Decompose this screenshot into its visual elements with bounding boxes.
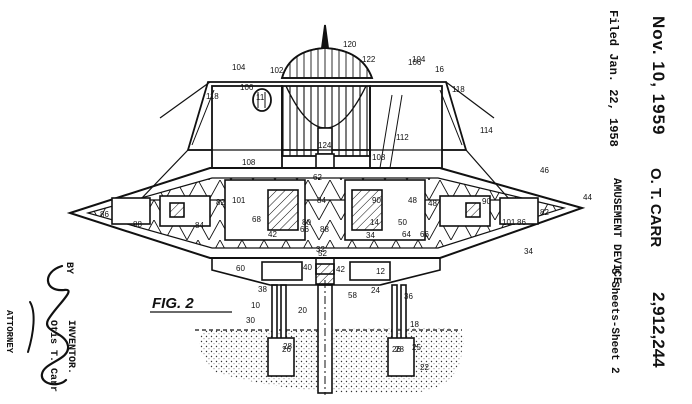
- filed-date: Filed Jan. 22, 1958: [606, 10, 620, 147]
- callout-122: 122: [362, 55, 376, 64]
- callout-30: 30: [246, 316, 255, 325]
- callout-101: 101: [232, 196, 246, 205]
- callout-104: 104: [232, 63, 246, 72]
- callout-34: 34: [366, 231, 375, 240]
- callout-68: 68: [252, 215, 261, 224]
- handwritten-signature: [27, 264, 70, 386]
- callout-124: 124: [318, 141, 332, 150]
- callout-18: 18: [410, 320, 419, 329]
- callout-86: 86: [517, 218, 526, 227]
- callout-50: 50: [398, 218, 407, 227]
- callout-108: 108: [372, 153, 386, 162]
- callout-112: 112: [396, 133, 409, 142]
- callout-106: 106: [408, 58, 422, 67]
- callout-120: 120: [343, 40, 357, 49]
- callout-82: 82: [540, 208, 549, 217]
- figure-label: FIG. 2: [152, 295, 194, 312]
- callout-66: 66: [420, 230, 429, 239]
- callout-10: 10: [251, 301, 260, 310]
- callout-62: 62: [313, 173, 322, 182]
- callout-88: 88: [133, 220, 142, 229]
- callout-36: 36: [404, 292, 413, 301]
- callout-24: 24: [371, 286, 380, 295]
- callout-42: 42: [268, 230, 277, 239]
- callout-46: 46: [540, 166, 549, 175]
- callout-20: 20: [298, 306, 307, 315]
- upper-cabin: [186, 81, 468, 175]
- callout-66: 66: [300, 225, 309, 234]
- callout-52: 52: [318, 249, 327, 258]
- callout-84: 84: [195, 221, 204, 230]
- callout-114: 114: [480, 126, 493, 135]
- callout-32: 32: [316, 245, 325, 254]
- callout-48: 48: [428, 199, 437, 208]
- callout-106: 106: [240, 83, 254, 92]
- callout-82: 82: [216, 198, 225, 207]
- callout-14: 14: [370, 218, 379, 227]
- callout-88: 88: [320, 225, 329, 234]
- callout-108: 108: [242, 158, 256, 167]
- base-ring: [261, 261, 391, 285]
- callout-25: 25: [412, 343, 421, 352]
- sheet-count: 5 Sheets-Sheet 2: [608, 268, 620, 374]
- callout-48: 48: [408, 196, 417, 205]
- callout-16: 16: [435, 65, 444, 74]
- callout-28: 28: [283, 342, 292, 351]
- callout-118: 118: [452, 85, 465, 94]
- callout-102: 102: [270, 66, 284, 75]
- attorney-label: ATTORNEY: [4, 310, 14, 354]
- motor-housings: [111, 179, 539, 241]
- callout-104: 104: [412, 55, 426, 64]
- callout-84: 84: [317, 196, 326, 205]
- inventor-header: O. T. CARR: [647, 168, 664, 248]
- callout-80: 80: [302, 218, 311, 227]
- patent-number: 2,912,244: [649, 292, 668, 368]
- callout-101: 101: [502, 218, 516, 227]
- callout-44: 44: [583, 193, 592, 202]
- callout-28: 28: [395, 345, 404, 354]
- callout-86: 86: [100, 210, 109, 219]
- dome: [280, 24, 374, 79]
- callout-22: 22: [420, 363, 429, 372]
- callout-26: 26: [392, 345, 401, 354]
- callout-38: 38: [258, 285, 267, 294]
- callout-60: 60: [236, 264, 245, 273]
- callout-90: 90: [372, 196, 381, 205]
- callout-64: 64: [402, 230, 411, 239]
- callout-numbers: 1201021221041061610411810611108112114118…: [100, 40, 592, 372]
- callout-40: 40: [303, 263, 312, 272]
- callout-118: 118: [206, 92, 219, 101]
- figure-label-group: FIG. 2: [150, 295, 232, 313]
- callout-42: 42: [336, 265, 345, 274]
- callout-26: 26: [282, 345, 291, 354]
- callout-12: 12: [376, 267, 385, 276]
- callout-11: 11: [256, 93, 265, 102]
- callout-34: 34: [524, 247, 533, 256]
- center-column: [317, 280, 333, 395]
- patent-date: Nov. 10, 1959: [649, 16, 668, 136]
- callout-90: 90: [482, 197, 491, 206]
- callout-58: 58: [348, 291, 357, 300]
